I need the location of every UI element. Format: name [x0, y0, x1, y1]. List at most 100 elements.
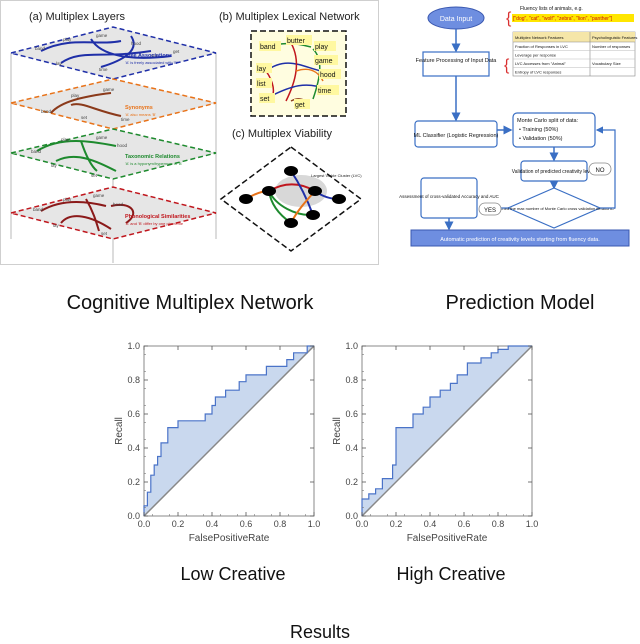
y-tick-label: 0.8	[345, 375, 358, 385]
roc-curve	[361, 345, 532, 516]
word-list: list	[257, 81, 266, 88]
svg-text:band: band	[41, 109, 52, 114]
layer-name-free: Free Associations	[125, 53, 172, 59]
feature-processing-label: Feature Processing of Input Data	[416, 58, 498, 64]
table-cell: LVC Accesses from "Animal"	[515, 61, 566, 66]
x-tick-label: 0.0	[138, 519, 151, 529]
x-tick-label: 0.4	[424, 519, 437, 529]
y-tick-label: 0.6	[127, 409, 140, 419]
prediction-flowchart: Data Input { Fluency lists of animals, e…	[399, 6, 637, 247]
svg-text:game: game	[96, 135, 108, 140]
svg-text:play: play	[61, 137, 70, 142]
table-cell: Vocabulary Size	[592, 61, 621, 66]
layer-desc-synonyms: 'A' also means 'B'	[125, 112, 156, 117]
caption-high: High Creative	[396, 564, 506, 584]
decision-label: Reached the max number of Monte Carlo cr…	[493, 206, 615, 211]
multiplex-figure: (a) Multiplex Layers (b) Multiplex Lexic…	[10, 11, 363, 263]
x-tick-label: 0.8	[492, 519, 505, 529]
word-play: play	[315, 44, 328, 51]
x-tick-label: 0.2	[390, 519, 403, 529]
layer-desc-free: 'A' is freely associated with 'B'	[125, 60, 178, 65]
yes-badge	[478, 202, 502, 216]
monte-carlo-training: • Training (50%)	[519, 127, 558, 133]
svg-text:band: band	[33, 207, 44, 212]
word-butter: butter	[287, 38, 306, 45]
validation-predicted-label: Validation of predicted creativity level…	[512, 169, 597, 175]
no-badge	[588, 162, 612, 176]
y-tick-label: 0.4	[127, 443, 140, 453]
table-cell: Fraction of Responses in LVC	[515, 44, 568, 49]
y-tick-label: 0.8	[127, 375, 140, 385]
fluency-examples: ["dog", "cat", "wolf", "zebra", "lion", …	[513, 16, 613, 22]
viability-diagram: Largest Viable Cluster (LVC)	[219, 146, 363, 252]
svg-text:set: set	[151, 53, 158, 58]
y-axis-label: Recall	[114, 417, 125, 445]
fluency-heading: Fluency lists of animals, e.g.	[520, 6, 583, 12]
roc-chart-low: 0.00.00.20.20.40.40.60.60.80.81.01.0Fals…	[114, 341, 321, 544]
monte-carlo-title: Monte Carlo split of data:	[517, 118, 579, 124]
word-get: get	[295, 102, 305, 109]
svg-text:set: set	[91, 173, 98, 178]
word-game: game	[315, 58, 333, 65]
multiplex-panel: (a) Multiplex Layers (b) Multiplex Lexic…	[0, 0, 379, 265]
word-lay: lay	[257, 66, 266, 73]
word-set: set	[260, 96, 269, 103]
roc-curve	[143, 345, 314, 516]
svg-text:set: set	[81, 115, 88, 120]
y-tick-label: 0.2	[345, 477, 358, 487]
lexical-title: (b) Multiplex Lexical Network	[219, 11, 360, 23]
features-table: Multiplex Network Features Psycholinguis…	[512, 31, 637, 77]
table-cell: Number of responses	[592, 44, 630, 49]
layer-desc-phonological: 'A' and 'B' differ by one phoneme	[125, 221, 184, 226]
table-head-right: Psycholinguistic Features	[592, 35, 637, 40]
svg-text:lay: lay	[51, 163, 58, 168]
svg-text:set: set	[101, 231, 108, 236]
x-tick-label: 0.2	[172, 519, 185, 529]
x-tick-label: 0.4	[206, 519, 219, 529]
automatic-prediction-box	[410, 229, 630, 247]
layer-desc-taxonomic: 'A' is a hyponym/hypernym of 'B'	[125, 161, 183, 166]
x-tick-label: 1.0	[308, 519, 321, 529]
x-tick-label: 0.6	[458, 519, 471, 529]
y-axis-label: Recall	[332, 417, 343, 445]
layer-name-synonyms: Synonyms	[125, 105, 153, 111]
caption-prediction: Prediction Model	[445, 292, 595, 314]
svg-text:lay: lay	[53, 223, 60, 228]
word-time: time	[318, 88, 331, 95]
y-tick-label: 0.0	[345, 511, 358, 521]
y-tick-label: 0.4	[345, 443, 358, 453]
automatic-prediction-label: Automatic prediction of creativity level…	[440, 237, 600, 243]
table-cell: Entropy of LVC responses	[515, 70, 561, 75]
diagonal-line	[143, 345, 315, 517]
svg-text:time: time	[121, 117, 130, 122]
caption-network: Cognitive Multiplex Network	[66, 292, 314, 314]
svg-text:play: play	[63, 37, 72, 42]
svg-text:band: band	[31, 149, 42, 154]
y-tick-label: 0.0	[127, 511, 140, 521]
prediction-panel: Data Input { Fluency lists of animals, e…	[393, 0, 640, 265]
x-tick-label: 0.8	[274, 519, 287, 529]
word-band: band	[260, 44, 276, 51]
x-axis-label: FalsePositiveRate	[189, 533, 270, 544]
lvc-label: Largest Viable Cluster (LVC)	[311, 173, 362, 178]
svg-text:game: game	[93, 193, 105, 198]
y-tick-label: 1.0	[127, 341, 140, 351]
svg-text:game: game	[96, 33, 108, 38]
svg-text:get: get	[173, 49, 180, 54]
fluency-examples-bg	[512, 14, 634, 22]
features-brace: {	[504, 57, 510, 74]
viability-title: (c) Multiplex Viability	[232, 128, 333, 140]
word-hood: hood	[320, 72, 336, 79]
y-tick-label: 0.6	[345, 409, 358, 419]
layer-name-taxonomic: Taxonomic Relations	[125, 154, 180, 160]
x-axis-label: FalsePositiveRate	[407, 533, 488, 544]
svg-text:hood: hood	[131, 41, 142, 46]
y-tick-label: 0.2	[127, 477, 140, 487]
lexical-network: band butter play game hood lay time get …	[250, 30, 347, 117]
no-label: NO	[596, 168, 605, 174]
svg-text:band: band	[35, 46, 46, 51]
caption-low: Low Creative	[180, 564, 286, 584]
